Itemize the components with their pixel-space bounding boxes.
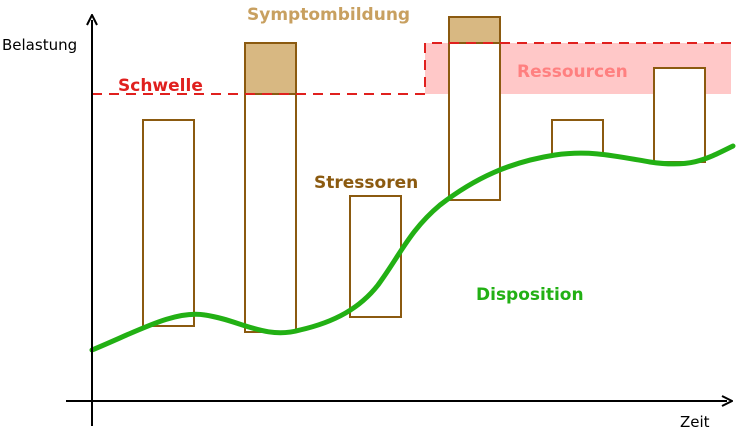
x-axis-label: Zeit (680, 413, 710, 430)
symptom-segment-1 (244, 42, 297, 95)
resources-label: Ressourcen (517, 62, 628, 82)
threshold-label: Schwelle (118, 76, 203, 96)
stressor-bar-1 (142, 119, 195, 327)
symptom-segment-2 (448, 16, 501, 44)
stressor-bar-3 (349, 195, 402, 318)
stressors-label: Stressoren (314, 173, 418, 193)
threshold-line (92, 42, 731, 95)
y-axis-label: Belastung (2, 36, 77, 54)
disposition-curve (89, 143, 736, 353)
stressor-bar-5 (551, 119, 604, 155)
symptoms-label: Symptombildung (247, 5, 410, 25)
disposition-label: Disposition (476, 285, 584, 305)
stressor-bar-6 (653, 67, 706, 163)
